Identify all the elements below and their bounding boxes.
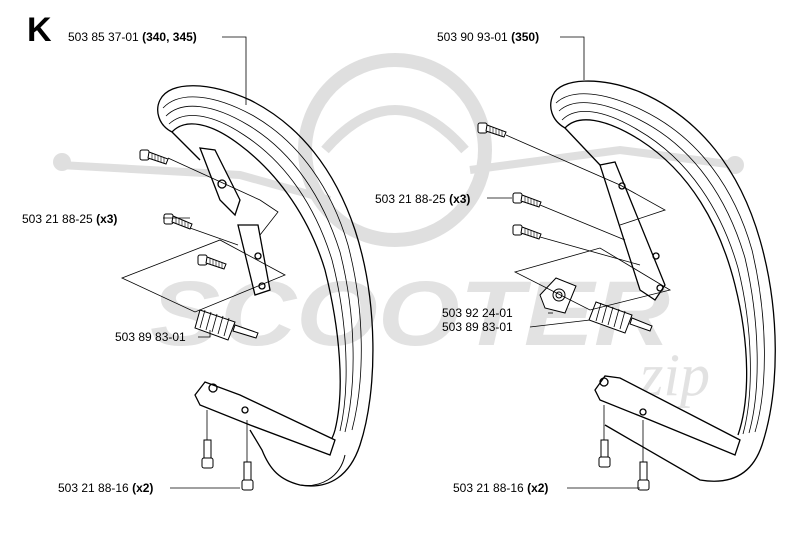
screw-left-mid xyxy=(163,213,193,230)
part-number: 503 90 93-01 xyxy=(437,30,508,44)
watermark-text: SCOOTER xyxy=(150,263,670,365)
spring-left xyxy=(194,309,259,341)
part-qualifier: (340, 345) xyxy=(142,30,197,44)
watermark-logo xyxy=(53,53,744,247)
front-handle-left xyxy=(157,85,374,487)
part-qualifier: (x2) xyxy=(132,481,154,495)
spring-right xyxy=(588,301,653,334)
part-number: 503 89 83-01 xyxy=(442,320,513,334)
part-number: 503 92 24-01 xyxy=(442,306,513,320)
screw-right-top xyxy=(477,122,507,138)
part-number: 503 21 88-16 xyxy=(58,481,129,495)
label-handle-right: 503 90 93-01 (350) xyxy=(437,30,539,44)
part-qualifier: (x3) xyxy=(96,212,118,226)
part-number: 503 21 88-16 xyxy=(453,481,524,495)
label-bottom-screw-left: 503 21 88-16 (x2) xyxy=(58,481,153,495)
part-number: 503 21 88-25 xyxy=(375,192,446,206)
label-screw-left: 503 21 88-25 (x3) xyxy=(22,212,117,226)
leader-lines-left xyxy=(120,36,286,489)
bottom-screw-left-b xyxy=(241,461,254,491)
screw-left-low xyxy=(197,254,227,270)
screw-left-top xyxy=(139,149,169,165)
label-spring-right: 503 89 83-01 xyxy=(442,320,513,334)
label-bottom-screw-right: 503 21 88-16 (x2) xyxy=(453,481,548,495)
screw-right-low xyxy=(512,224,542,240)
leader-lines-right xyxy=(487,36,672,489)
part-qualifier: (x2) xyxy=(527,481,549,495)
part-number: 503 89 83-01 xyxy=(115,330,186,344)
front-handle-right xyxy=(550,80,776,482)
screw-right-mid xyxy=(512,192,542,208)
part-qualifier: (x3) xyxy=(449,192,471,206)
label-handle-left: 503 85 37-01 (340, 345) xyxy=(68,30,197,44)
bottom-screw-right-b xyxy=(637,461,650,491)
bottom-screw-right-a xyxy=(598,439,611,468)
label-bracket-right: 503 92 24-01 xyxy=(442,306,513,320)
part-number: 503 21 88-25 xyxy=(22,212,93,226)
label-spring-left: 503 89 83-01 xyxy=(115,330,186,344)
section-letter: K xyxy=(27,11,52,49)
label-screw-right: 503 21 88-25 (x3) xyxy=(375,192,470,206)
part-qualifier: (350) xyxy=(511,30,540,44)
bracket-right xyxy=(539,277,577,314)
bottom-screw-left-a xyxy=(201,439,214,469)
part-number: 503 85 37-01 xyxy=(68,30,139,44)
